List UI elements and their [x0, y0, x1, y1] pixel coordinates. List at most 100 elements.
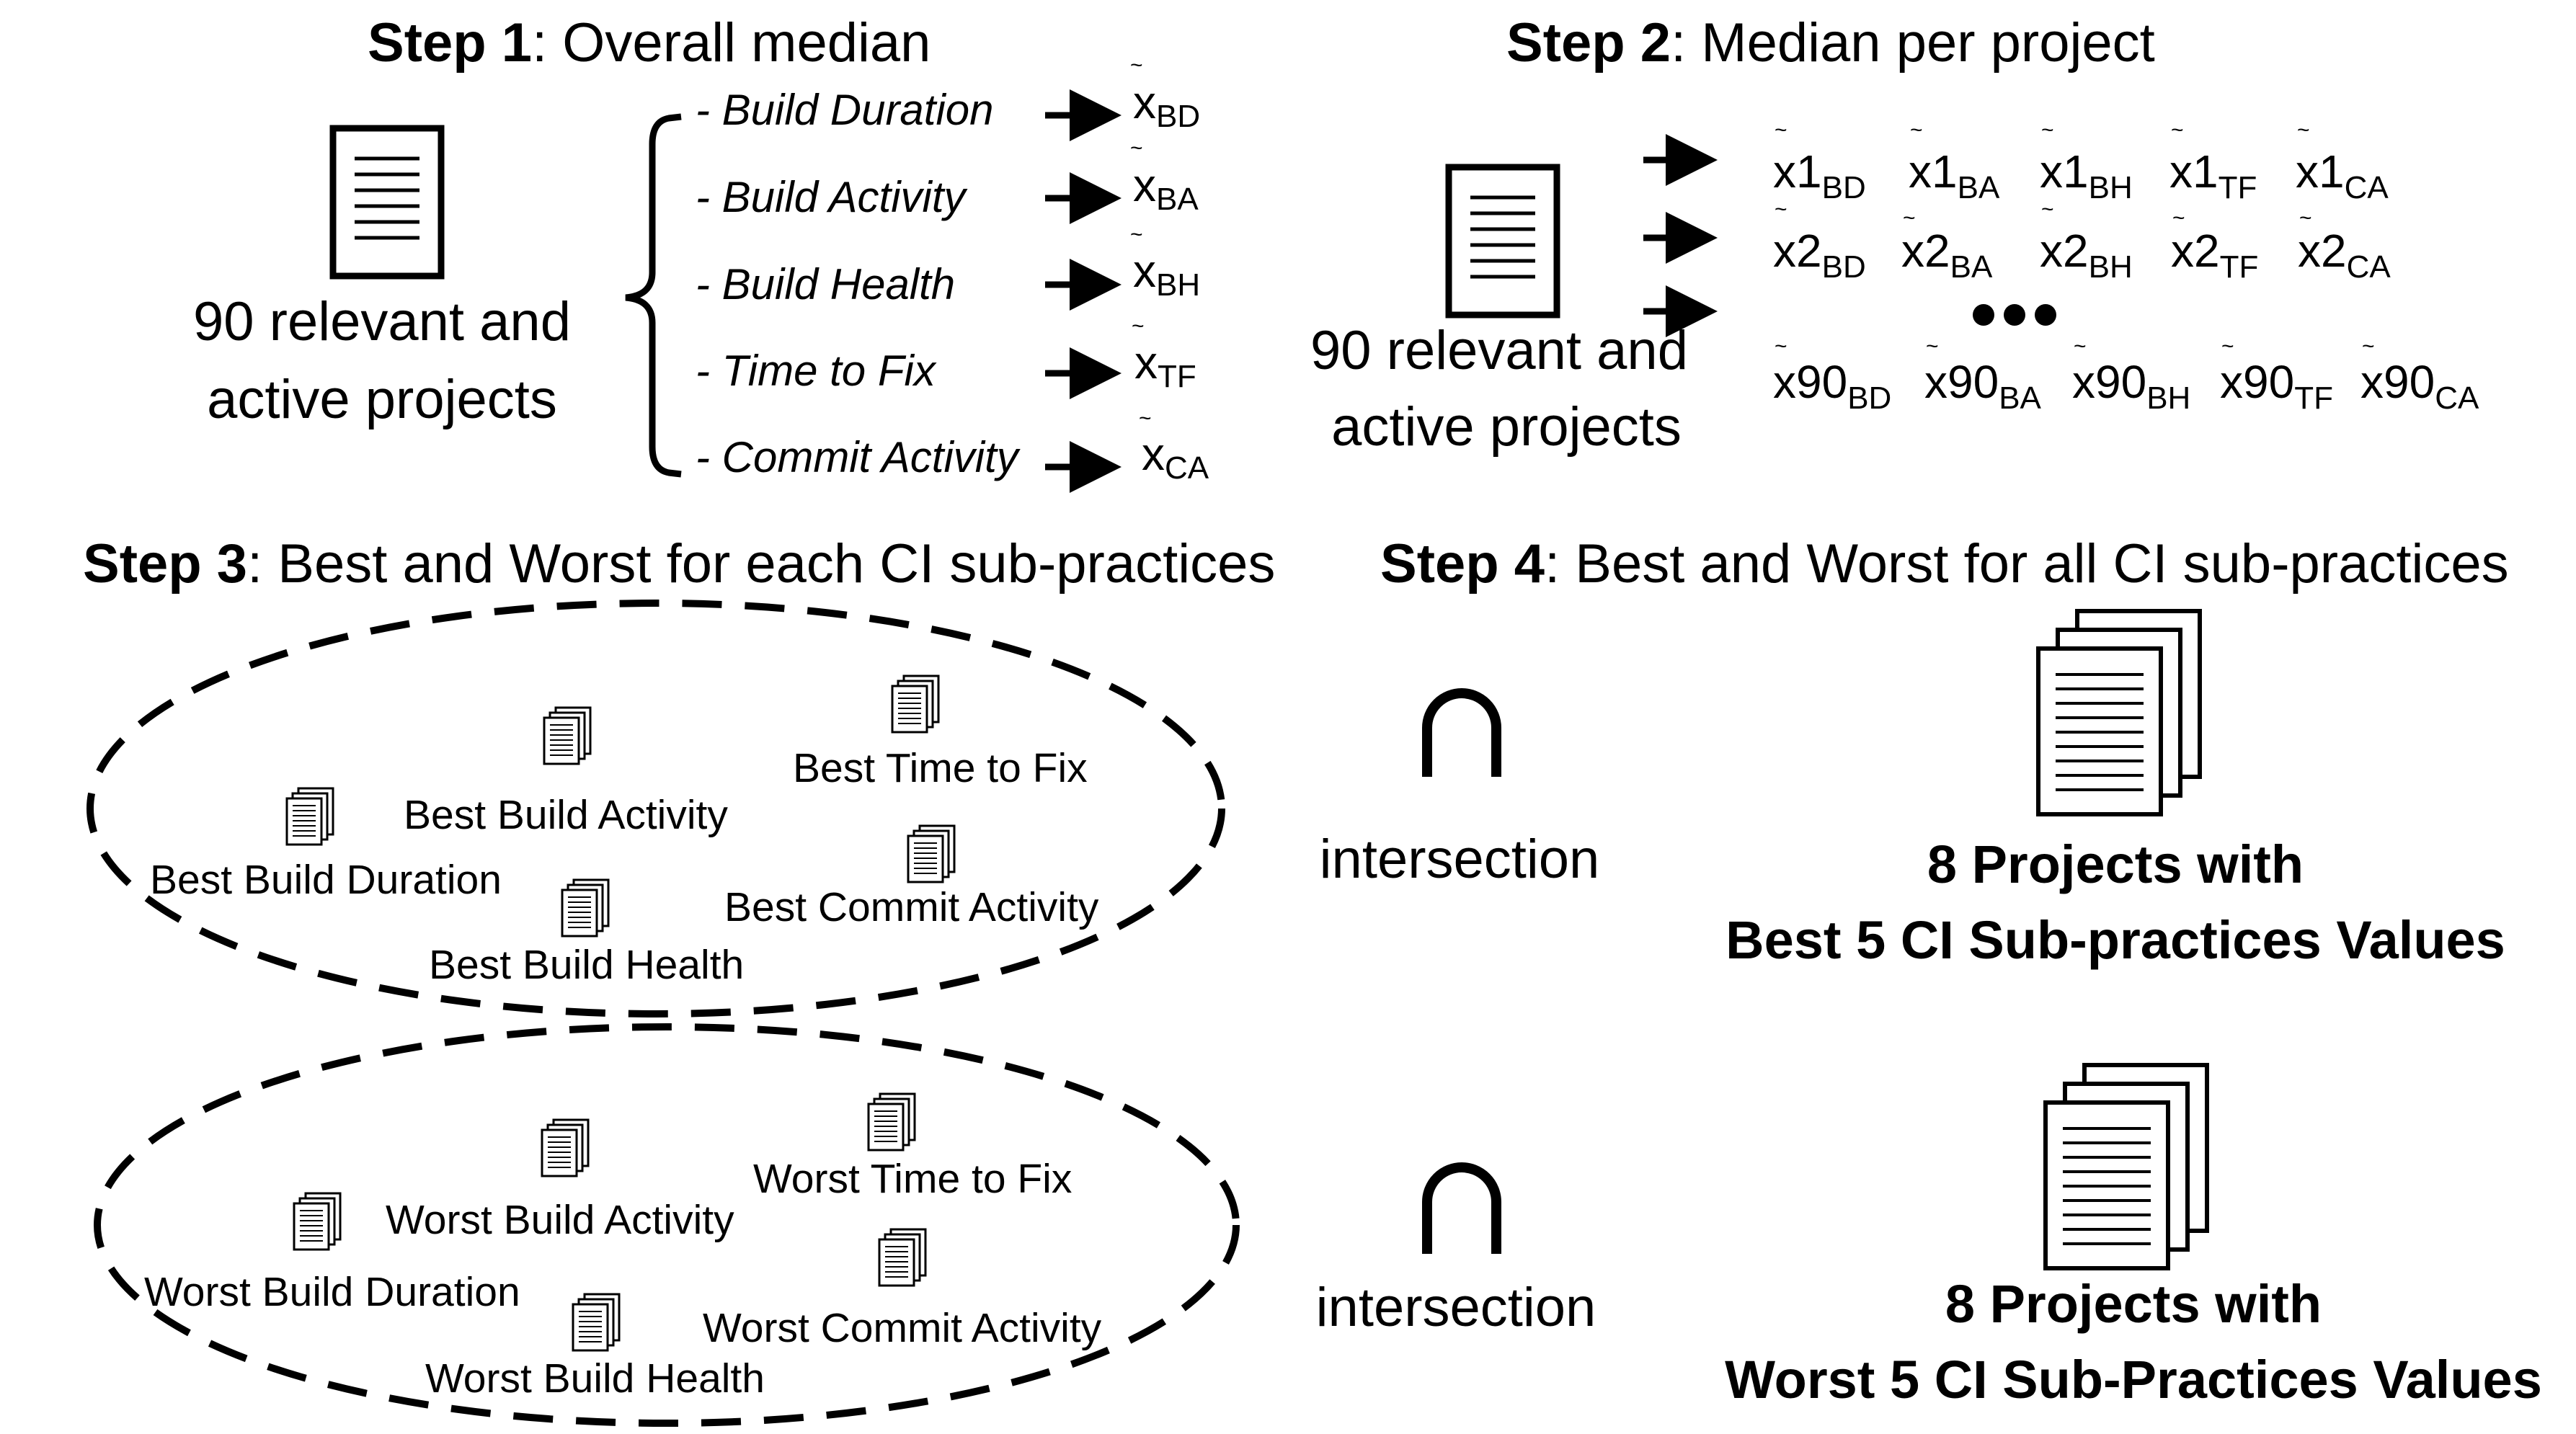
ellipsis-dot: [1973, 304, 1994, 326]
svg-text:x90BH: x90BH: [2072, 356, 2190, 416]
label-worst-time-to-fix: Worst Time to Fix: [753, 1156, 1072, 1202]
step2-heading: Step 2: Median per project: [1506, 12, 2155, 74]
step2-projects-line2: active projects: [1331, 396, 1682, 458]
step4-heading: Step 4: Best and Worst for all CI sub-pr…: [1380, 533, 2509, 594]
svg-text:- Time to Fix: - Time to Fix: [696, 347, 937, 395]
best-intersection-label: intersection: [1320, 829, 1600, 890]
step1-projects-line2: active projects: [207, 369, 557, 430]
worst-outcome-line2: Worst 5 CI Sub-Practices Values: [1725, 1350, 2542, 1409]
best-outcome-line2: Best 5 CI Sub-practices Values: [1726, 910, 2505, 970]
step1-metric-build-health: - Build Health xBH ~: [696, 223, 1200, 311]
step1-projects-line1: 90 relevant and: [193, 291, 571, 352]
best-group-ellipse: [86, 600, 1225, 1017]
worst-intersection-label: intersection: [1316, 1277, 1596, 1338]
svg-text:~: ~: [2041, 118, 2054, 142]
svg-text:xTF: xTF: [1134, 337, 1196, 394]
label-best-build-health: Best Build Health: [429, 942, 744, 988]
label-worst-build-health: Worst Build Health: [425, 1355, 765, 1402]
svg-text:- Commit Activity: - Commit Activity: [696, 433, 1021, 481]
step1-metric-build-duration: - Build Duration xBD ~: [696, 53, 1200, 141]
document-stack-icon: [294, 1193, 340, 1250]
svg-text:x1CA: x1CA: [2296, 146, 2389, 205]
svg-text:~: ~: [2172, 206, 2185, 230]
step1-curly-brace: [625, 113, 682, 478]
svg-text:~: ~: [1903, 206, 1916, 230]
document-stack-icon: [908, 826, 954, 882]
svg-text:x2BA: x2BA: [1901, 225, 1993, 285]
worst-outcome-line1: 8 Projects with: [1945, 1274, 2322, 1334]
step3-heading: Step 3: Best and Worst for each CI sub-p…: [83, 533, 1275, 594]
step1-heading: Step 1: Overall median: [368, 12, 931, 74]
svg-text:xBA: xBA: [1133, 159, 1199, 217]
step2-document-icon: [1449, 167, 1557, 315]
svg-text:~: ~: [1139, 406, 1152, 430]
ellipsis-dot: [2004, 304, 2025, 326]
svg-text:~: ~: [1130, 223, 1143, 246]
svg-text:x90BD: x90BD: [1773, 356, 1891, 416]
step2-row-2: x2BD x2BA x2BH x2TF x2CA ~ ~ ~ ~ ~: [1773, 197, 2391, 285]
svg-text:~: ~: [1130, 136, 1143, 160]
svg-text:xCA: xCA: [1142, 428, 1209, 486]
step1-document-icon: [333, 128, 441, 276]
svg-text:~: ~: [1775, 334, 1787, 358]
svg-text:x1BD: x1BD: [1773, 146, 1866, 205]
svg-text:~: ~: [2171, 118, 2184, 142]
step2-row-1: x1BD x1BA x1BH x1TF x1CA ~ ~ ~ ~ ~: [1773, 118, 2389, 205]
svg-text:x90BA: x90BA: [1924, 356, 2042, 416]
svg-text:~: ~: [2297, 118, 2310, 142]
svg-text:x2BH: x2BH: [2040, 225, 2133, 285]
step1-metric-build-activity: - Build Activity xBA ~: [696, 136, 1199, 224]
svg-text:x90TF: x90TF: [2220, 356, 2333, 416]
document-stack-icon: [542, 1120, 588, 1176]
step1-metric-time-to-fix: - Time to Fix xTF ~: [696, 314, 1196, 399]
intersection-icon: [1422, 688, 1501, 777]
svg-text:~: ~: [2074, 334, 2087, 358]
svg-text:x2CA: x2CA: [2298, 225, 2391, 285]
document-stack-icon: [869, 1094, 915, 1150]
label-best-commit-activity: Best Commit Activity: [724, 884, 1099, 930]
svg-text:- Build Activity: - Build Activity: [696, 173, 969, 221]
svg-text:x2BD: x2BD: [1773, 225, 1866, 285]
label-worst-commit-activity: Worst Commit Activity: [703, 1305, 1102, 1351]
best-outcome-line1: 8 Projects with: [1927, 834, 2304, 894]
svg-text:~: ~: [2299, 206, 2312, 230]
svg-text:xBH: xBH: [1133, 245, 1200, 303]
step2-row-90: x90BD x90BA x90BH x90TF x90CA ~ ~ ~ ~ ~: [1773, 334, 2479, 416]
best-projects-document-stack-icon: [2038, 611, 2200, 814]
document-stack-icon: [892, 676, 938, 732]
svg-text:~: ~: [1775, 118, 1787, 142]
document-stack-icon: [544, 708, 590, 764]
svg-text:x1TF: x1TF: [2169, 146, 2257, 205]
intersection-icon: [1422, 1162, 1501, 1254]
label-worst-build-duration: Worst Build Duration: [144, 1269, 520, 1315]
label-best-build-duration: Best Build Duration: [150, 857, 502, 903]
document-stack-icon: [573, 1294, 619, 1350]
svg-text:~: ~: [1775, 197, 1787, 221]
worst-group-ellipse: [94, 1023, 1240, 1427]
step1-metric-commit-activity: - Commit Activity xCA ~: [696, 406, 1209, 493]
svg-text:~: ~: [1132, 314, 1145, 338]
svg-text:x90CA: x90CA: [2360, 356, 2479, 416]
document-stack-icon: [562, 880, 608, 936]
svg-text:~: ~: [2362, 334, 2375, 358]
svg-text:~: ~: [1926, 334, 1939, 358]
svg-text:- Build Duration: - Build Duration: [696, 86, 994, 134]
document-stack-icon: [879, 1229, 925, 1286]
svg-text:- Build Health: - Build Health: [696, 260, 955, 308]
step2-projects-line1: 90 relevant and: [1310, 320, 1688, 381]
label-worst-build-activity: Worst Build Activity: [386, 1197, 734, 1243]
svg-text:~: ~: [2221, 334, 2234, 358]
svg-text:xBD: xBD: [1133, 76, 1200, 134]
label-best-build-activity: Best Build Activity: [404, 792, 728, 838]
svg-text:~: ~: [1130, 53, 1143, 77]
svg-text:x2TF: x2TF: [2171, 225, 2258, 285]
document-stack-icon: [287, 788, 333, 845]
svg-text:~: ~: [1910, 118, 1923, 142]
label-best-time-to-fix: Best Time to Fix: [793, 745, 1088, 791]
svg-text:x1BA: x1BA: [1909, 146, 2000, 205]
svg-text:x1BH: x1BH: [2040, 146, 2133, 205]
ellipsis-dot: [2035, 304, 2056, 326]
svg-text:~: ~: [2041, 197, 2054, 221]
